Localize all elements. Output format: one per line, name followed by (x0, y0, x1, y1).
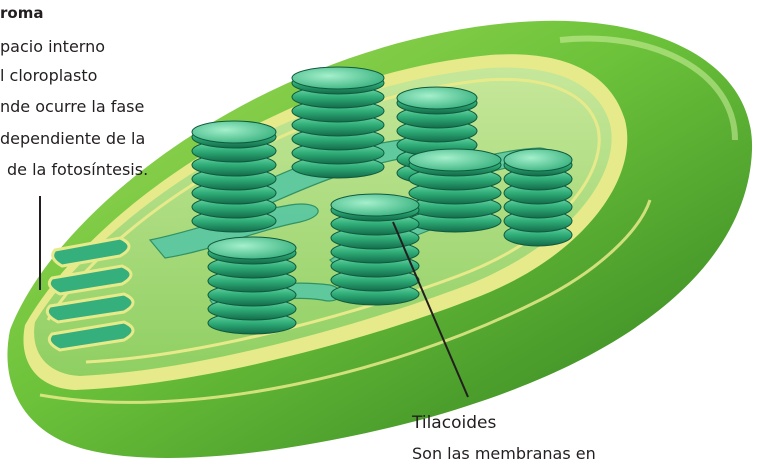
granum-stack (409, 149, 501, 232)
tilacoides-title: Tilacoides (412, 413, 496, 433)
thylakoid-disk-top (331, 194, 419, 216)
stroma-line: nde ocurre la fase (0, 97, 144, 116)
thylakoid-disk-top (409, 149, 501, 171)
thylakoid-disk-top (192, 121, 276, 143)
stroma-line: pacio interno (0, 37, 105, 56)
thylakoid-disk-top (208, 237, 296, 259)
thylakoid-disk-top (292, 67, 384, 89)
granum-stack (504, 149, 572, 246)
tilacoides-line: Son las membranas en (412, 444, 596, 463)
granum-stack (208, 237, 296, 334)
stroma-line: l cloroplasto (0, 66, 97, 85)
stroma-title: roma (0, 4, 43, 22)
granum-stack (192, 121, 276, 232)
granum-stack (292, 67, 384, 178)
thylakoid-disk-top (397, 87, 477, 109)
thylakoid-disk-top (504, 149, 572, 171)
stroma-line: dependiente de la (0, 129, 145, 148)
stroma-line: de la fotosíntesis. (7, 160, 148, 179)
